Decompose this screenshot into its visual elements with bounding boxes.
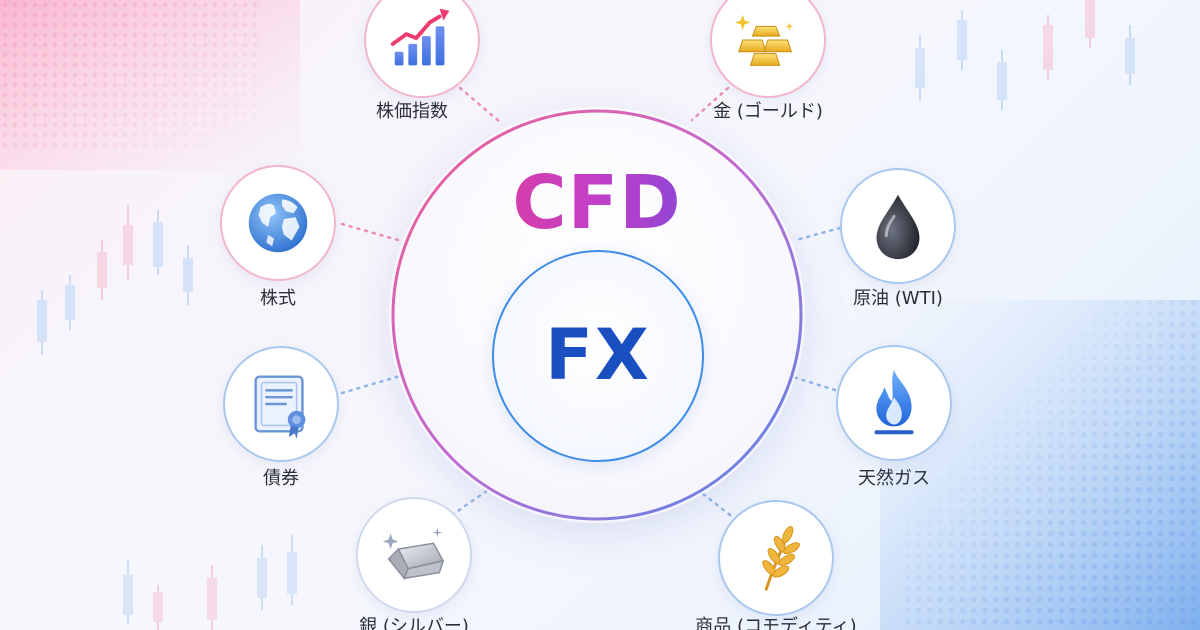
gold-bars-icon bbox=[734, 14, 794, 66]
label-gold: 金 (ゴールド) bbox=[713, 101, 823, 122]
node-stock-index bbox=[364, 0, 480, 98]
node-bonds bbox=[223, 346, 339, 462]
cfd-hub-ring bbox=[391, 109, 803, 521]
label-natural-gas: 天然ガス bbox=[858, 468, 930, 489]
node-stocks bbox=[220, 165, 336, 281]
certificate-icon bbox=[254, 375, 306, 440]
bar-chart-up-icon bbox=[390, 8, 450, 66]
label-crude-oil: 原油 (WTI) bbox=[853, 288, 943, 309]
node-gold bbox=[710, 0, 826, 98]
fx-core-circle bbox=[492, 250, 704, 462]
label-bonds: 債券 bbox=[263, 468, 299, 489]
node-silver bbox=[356, 497, 472, 613]
label-stock-index: 株価指数 bbox=[376, 101, 448, 122]
globe-icon bbox=[248, 193, 308, 253]
cfd-title: CFD bbox=[390, 160, 804, 246]
oil-drop-icon bbox=[876, 194, 920, 260]
fx-title: FX bbox=[545, 314, 651, 396]
node-crude-oil bbox=[840, 168, 956, 284]
label-commodities: 商品 (コモディティ) bbox=[695, 616, 857, 630]
gas-flame-icon bbox=[874, 369, 914, 435]
node-natural-gas bbox=[836, 345, 952, 461]
wheat-icon bbox=[762, 525, 800, 591]
label-silver: 銀 (シルバー) bbox=[359, 616, 469, 630]
label-stocks: 株式 bbox=[260, 288, 296, 309]
node-commodities bbox=[718, 500, 834, 616]
silver-bar-icon bbox=[382, 527, 445, 580]
